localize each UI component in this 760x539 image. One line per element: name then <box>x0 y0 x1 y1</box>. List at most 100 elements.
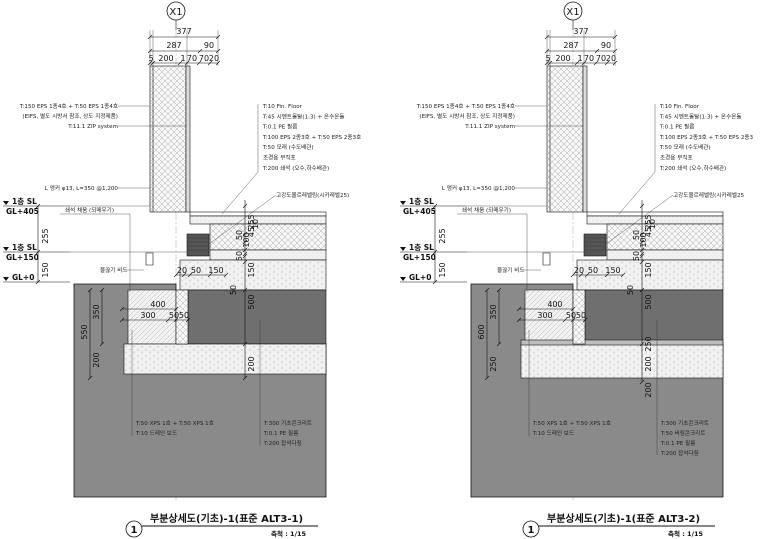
floor-eps-insulation <box>606 223 724 251</box>
note-floor-4: T:50 모래 (수도배관) <box>659 143 711 151</box>
level-label-0: 1층 SL <box>409 196 434 206</box>
note-foundation-1: T:50 버림콘크리트 <box>660 429 705 437</box>
grid-label: X1 <box>566 7 579 18</box>
dim-mid-50b: 50 <box>229 285 238 295</box>
dim-tick <box>242 251 248 257</box>
level-sub-1: GL+150 <box>403 253 436 262</box>
title-number: 1 <box>131 525 138 536</box>
title-number-bubble <box>522 520 540 538</box>
dim-tick <box>99 341 105 347</box>
dim-right-500: 500 <box>644 294 653 309</box>
dim-tick <box>242 287 248 293</box>
dim-tick <box>432 249 438 255</box>
dim-1: 1 <box>180 54 185 63</box>
drip-bead <box>542 252 551 266</box>
note-xps-0: T:50 XPS 1호 + T:50 XPS 1호 <box>135 420 214 427</box>
level-sub-1: GL+150 <box>6 253 39 262</box>
dim-tick <box>639 259 645 265</box>
dim-tick <box>496 287 502 293</box>
dim-287: 287 <box>166 41 181 50</box>
note-floor-3: T:100 EPS 2종3호 + T:50 EPS 2종3 <box>659 134 754 141</box>
dim-50c: 50 <box>566 311 576 320</box>
dim-tick <box>177 60 183 66</box>
dim-tick <box>242 259 248 265</box>
dim-mid-20: 20 <box>574 266 584 275</box>
note-drip: 물끊기 비드 <box>497 266 525 274</box>
level-label-2: GL+0 <box>409 273 431 282</box>
sub-base-gravel <box>123 343 327 375</box>
dim-400: 400 <box>547 300 562 309</box>
dim-tick <box>574 60 580 66</box>
dim-50d: 50 <box>576 311 586 320</box>
note-leveling: 고강도몰르레벨링(시카레벨25 <box>673 191 744 199</box>
note-wall-1: (EIFS, 별도 시방서 참조, 상도 지정제품) <box>22 112 118 120</box>
dim-right-50b: 50 <box>235 251 244 261</box>
note-xps-0: T:50 XPS 1호 + T:50 XPS 1호 <box>532 420 611 427</box>
note-wall-2: T:11.1 ZIP system <box>67 124 118 130</box>
dim-tick <box>639 239 645 245</box>
note-floor-leader <box>618 171 656 215</box>
dim-200: 200 <box>158 54 173 63</box>
dim-tick <box>593 60 599 66</box>
note-backfill: 쇄석 채움 (되메우기) <box>462 206 511 214</box>
note-anchor: L 앵커 φ13, L=350 @1,200 <box>45 184 119 192</box>
note-foundation-3: T:200 잡석다짐 <box>660 449 699 457</box>
level-sub-0: GL+405 <box>403 207 436 216</box>
note-xps-1: T:10 드레인 보드 <box>135 429 177 437</box>
floor-sand <box>606 249 724 261</box>
level-label-0: 1층 SL <box>12 196 37 206</box>
note-leader <box>208 194 277 245</box>
dim-70a: 70 <box>187 54 197 63</box>
level-label-1: 1층 SL <box>12 242 37 252</box>
dim-200-left: 200 <box>92 352 101 367</box>
dim-tick <box>242 253 248 259</box>
dim-tick <box>516 306 522 312</box>
dim-mid-50: 50 <box>588 266 598 275</box>
dim-tick <box>594 48 600 54</box>
note-wall-0: T:150 EPS 1종4호 + T:50 EPS 1종4호 <box>416 103 515 110</box>
dim-mid-150: 150 <box>605 266 620 275</box>
dim-left-255: 255 <box>41 228 50 243</box>
dim-tick <box>639 379 645 385</box>
dim-left-255: 255 <box>438 228 447 243</box>
title-number: 1 <box>528 525 535 536</box>
drip-bead <box>145 252 154 266</box>
dim-1: 1 <box>577 54 582 63</box>
dim-mid-50b: 50 <box>626 285 635 295</box>
note-foundation-2: T:200 잡석다짐 <box>263 439 302 447</box>
dim-tick <box>242 341 248 347</box>
dim-tick <box>173 306 179 312</box>
note-floor-0: T:10 Fin. Floor <box>659 104 700 110</box>
dim-tick <box>639 251 645 257</box>
wall-zip-board <box>185 65 191 213</box>
title-scale: 축척 : 1/15 <box>271 529 307 538</box>
note-leader <box>605 194 674 245</box>
dim-left-150: 150 <box>41 262 50 277</box>
dim-tick <box>99 287 105 293</box>
dim-tick <box>187 272 193 278</box>
wall-eps-insulation <box>149 65 187 213</box>
note-wall-2: T:11.1 ZIP system <box>464 124 515 130</box>
note-floor-6: T:200 쇄석 (오수,하수배관) <box>659 164 726 172</box>
note-xps-1: T:10 드레인 보드 <box>532 429 574 437</box>
dim-right-100: 100 <box>639 232 648 247</box>
dim-300: 300 <box>140 311 155 320</box>
dim-tick <box>639 231 645 237</box>
dim-total: 600 <box>477 324 486 339</box>
dim-tick <box>197 48 203 54</box>
dim-tick <box>604 272 610 278</box>
dim-400: 400 <box>150 300 165 309</box>
dim-right-255: 255 <box>247 214 256 229</box>
dim-20: 20 <box>606 54 616 63</box>
dim-tick <box>484 375 490 381</box>
note-floor-leader <box>221 171 259 215</box>
dim-tick <box>207 60 213 66</box>
note-foundation-0: T:300 기초콘크리트 <box>263 419 312 427</box>
dim-377: 377 <box>176 27 191 36</box>
dim-right-45: 45 <box>247 227 256 237</box>
dim-tick <box>165 317 171 323</box>
wall-zip-board <box>582 65 588 213</box>
dim-tick <box>570 317 576 323</box>
